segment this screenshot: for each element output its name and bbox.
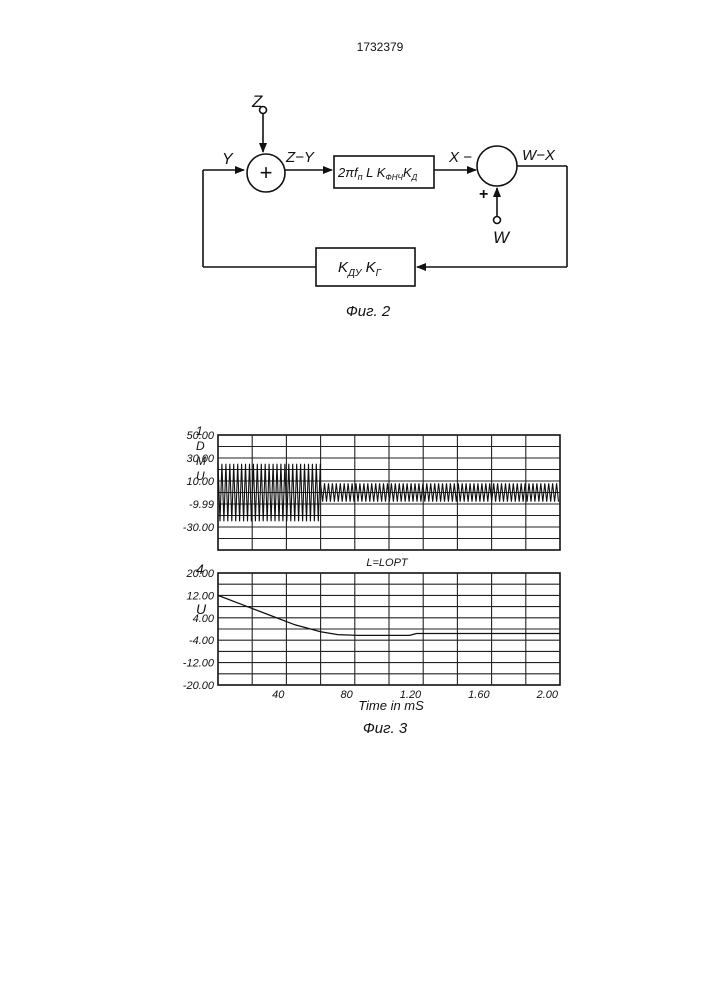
y-tick-label: -30.00: [183, 522, 215, 534]
x-tick-label: 40: [272, 689, 285, 701]
y-tick-label: -20.00: [183, 680, 215, 692]
chart-bottom-xlabel: Time in mS: [358, 698, 424, 713]
chart-bottom-y-ticks: 20.0012.004.00-4.00-12.00-20.00: [183, 568, 215, 692]
y-tick-label: -4.00: [189, 635, 215, 647]
fig2-caption: Фиг. 2: [346, 303, 391, 320]
label-z: Z: [251, 92, 263, 111]
sum-plus-sign: +: [260, 160, 273, 185]
y-axis-label-char: D: [196, 439, 205, 453]
chart-bottom-title: L=LOPT: [366, 557, 409, 569]
y-axis-label-char: U: [196, 469, 205, 483]
label-plus: +: [479, 186, 488, 203]
y-axis-label-char: 4: [196, 561, 204, 577]
w-input-terminal: [494, 217, 501, 224]
y-axis-label-char: U: [196, 601, 207, 617]
chart-bottom-grid: [218, 573, 560, 685]
label-y: Y: [222, 151, 234, 168]
chart-top: 50.0030.0010.00-9.99-30.00 1DMU: [183, 424, 560, 550]
x-tick-label: 1.60: [468, 689, 490, 701]
y-tick-label: -12.00: [183, 658, 215, 670]
label-w: W: [493, 228, 511, 247]
label-w-minus-x: W−X: [522, 147, 556, 164]
x-tick-label: 80: [341, 689, 354, 701]
block-diagram: [203, 107, 567, 287]
y-tick-label: -9.99: [189, 499, 214, 511]
label-z-minus-y: Z−Y: [285, 149, 315, 166]
chart-bottom: 20.0012.004.00-4.00-12.00-20.00 40801.20…: [183, 561, 560, 701]
y-axis-label-char: M: [196, 454, 206, 468]
summing-junction-2: [477, 146, 517, 186]
fig3-caption: Фиг. 3: [363, 720, 408, 737]
document-number: 1732379: [357, 40, 404, 54]
block2-label: KДУ KГ: [338, 259, 383, 279]
block1-label: 2πfп L KФНЧKД: [337, 165, 418, 182]
x-tick-label: 2.00: [536, 689, 559, 701]
label-x-minus: X −: [448, 149, 472, 166]
y-axis-label-char: 1: [196, 424, 203, 438]
